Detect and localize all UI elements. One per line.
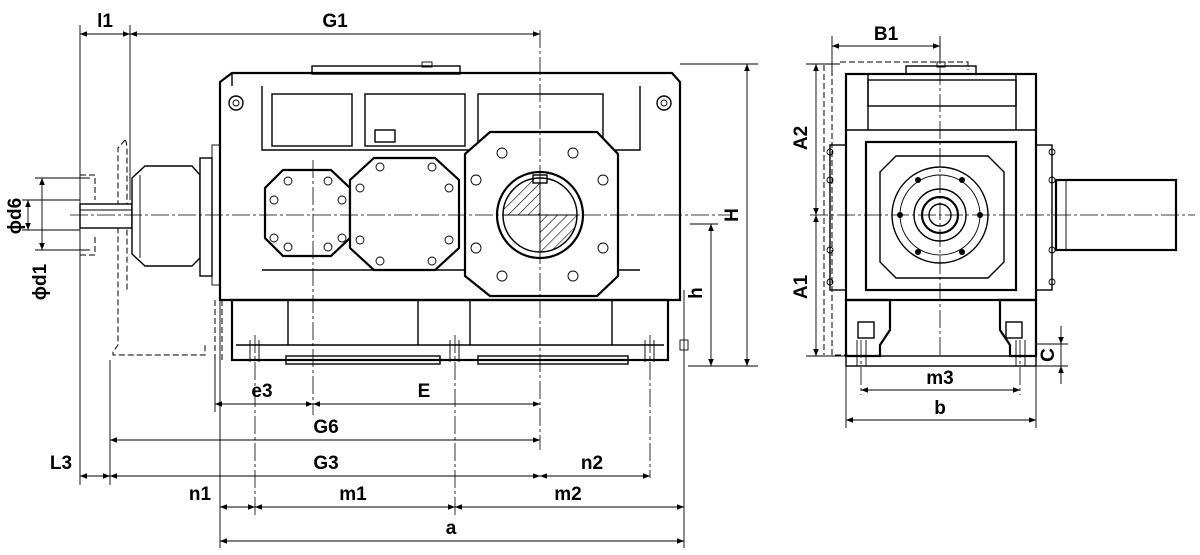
label-m2: m2 xyxy=(554,484,581,505)
label-m3: m3 xyxy=(926,368,953,389)
label-h: h xyxy=(686,287,707,299)
label-a: a xyxy=(446,518,457,539)
dimension-labels: l1 G1 B1 A2 A1 H h ϕd6 ϕd1 e3 E G6 L3 G3… xyxy=(5,11,1059,539)
label-L3: L3 xyxy=(50,453,72,474)
cover-bolts xyxy=(269,147,609,282)
input-shaft xyxy=(79,144,221,286)
dimension-lines xyxy=(25,31,750,544)
side-feet xyxy=(844,298,1038,367)
label-A1: A1 xyxy=(791,274,812,299)
label-l1: l1 xyxy=(97,11,113,32)
label-A2: A2 xyxy=(791,126,812,150)
base-foot xyxy=(230,298,689,365)
label-E: E xyxy=(418,381,431,402)
bearing-covers xyxy=(263,130,620,298)
label-C: C xyxy=(1038,348,1059,362)
center-lines xyxy=(70,30,730,515)
label-G3: G3 xyxy=(313,453,338,474)
label-m1: m1 xyxy=(339,484,367,505)
label-e3: e3 xyxy=(251,381,272,402)
label-d1: ϕd1 xyxy=(30,263,51,300)
label-d6: ϕd6 xyxy=(5,198,26,234)
label-n1: n1 xyxy=(189,484,212,505)
extension-lines xyxy=(22,25,758,548)
side-flange xyxy=(864,140,1018,292)
front-view xyxy=(22,25,758,548)
label-B1: B1 xyxy=(874,24,899,45)
motor-outline-dashed xyxy=(80,139,223,362)
label-b: b xyxy=(934,398,946,419)
label-n2: n2 xyxy=(581,453,603,474)
label-G6: G6 xyxy=(313,417,338,438)
side-view xyxy=(806,36,1195,428)
label-H: H xyxy=(722,208,743,222)
side-dashed-outline xyxy=(823,61,969,356)
label-G1: G1 xyxy=(322,11,348,32)
side-housing xyxy=(844,72,1038,302)
